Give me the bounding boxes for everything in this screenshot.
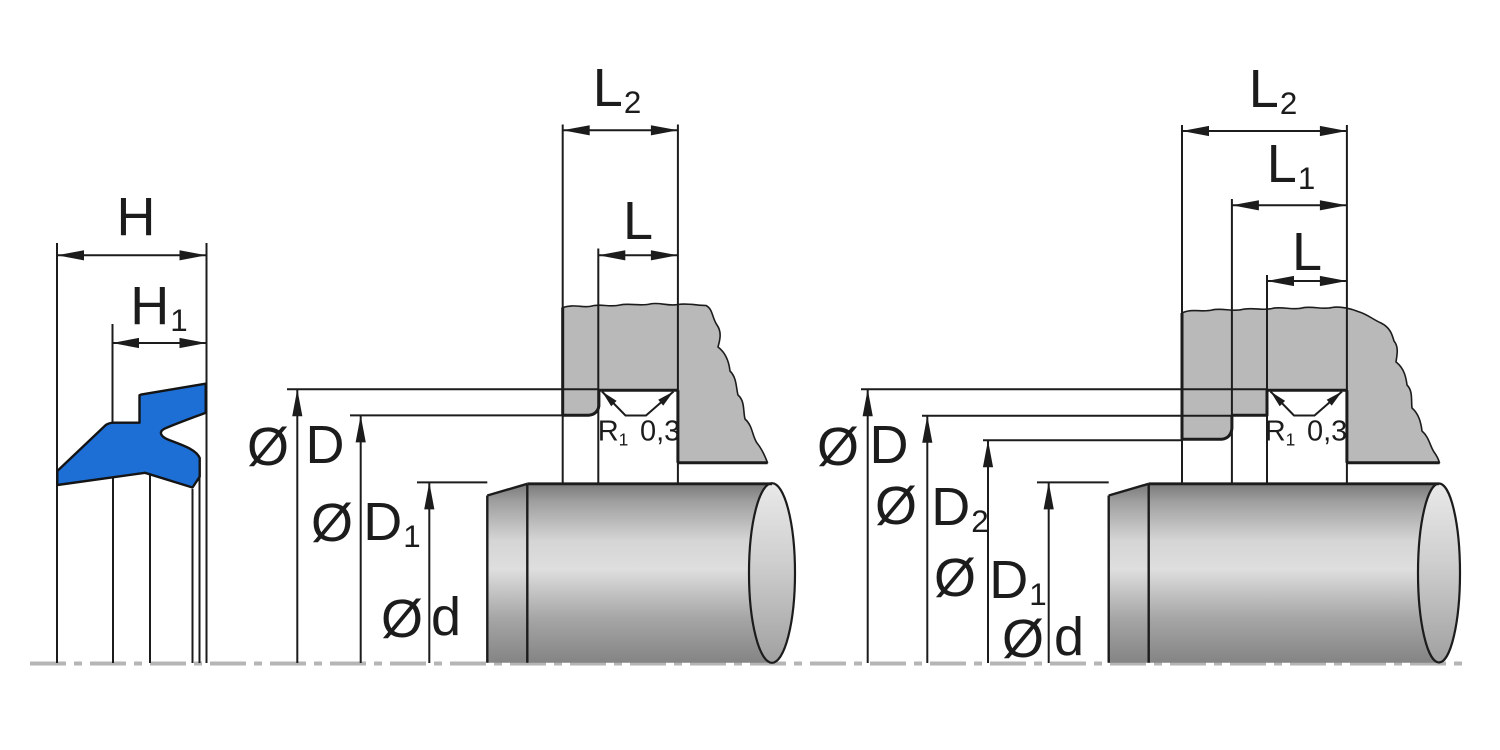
seal-cross-section — [56, 382, 207, 489]
rod-body — [1108, 483, 1461, 663]
dim-label-l1: L1 — [1266, 134, 1315, 194]
dim-subscript: 1 — [1297, 160, 1316, 196]
dim-subscript: 1 — [1029, 576, 1047, 612]
radius-leader-arrowheads — [1270, 391, 1342, 407]
dim-label-l: L — [623, 194, 653, 248]
dim-base: Ø — [380, 589, 424, 649]
dim-subscript: 2 — [1279, 85, 1298, 121]
dim-base: L — [1291, 222, 1323, 282]
diameter-symbol: Ø — [875, 479, 917, 533]
dimension-lines-length — [562, 129, 678, 257]
dim-label-D1: D1 — [989, 550, 1046, 610]
dim-label-l: L — [1292, 225, 1322, 279]
dim-base: Ø — [310, 493, 354, 553]
rod-edges — [1107, 482, 1150, 663]
dim-label-D: D — [306, 418, 345, 472]
dim-label-h1: H1 — [130, 276, 187, 336]
dim-base: D — [931, 477, 971, 537]
dim-base: d — [430, 587, 462, 647]
dim-label-D2: D2 — [931, 477, 988, 537]
dim-label-d: d — [431, 590, 461, 644]
dim-label-l2: L2 — [592, 58, 641, 118]
diameter-dimension-lines — [861, 388, 1267, 663]
rod-body — [487, 483, 795, 663]
dim-base: D — [989, 550, 1029, 610]
dim-label-d: d — [1054, 610, 1084, 664]
dim-base: D — [305, 415, 345, 475]
dim-label-l2: L2 — [1248, 59, 1297, 119]
housing-section — [1181, 306, 1441, 464]
radius-base: R — [1264, 415, 1286, 448]
dim-label-h: H — [117, 190, 156, 244]
dim-base: D — [869, 415, 909, 475]
dim-subscript: 1 — [170, 302, 188, 338]
diameter-symbol: Ø — [1002, 612, 1044, 666]
single-groove-installation-view — [287, 124, 797, 664]
extension-lines — [56, 243, 208, 663]
diameter-dimension-lines — [287, 388, 599, 663]
dim-base: d — [1053, 607, 1085, 667]
dim-base: H — [116, 187, 156, 247]
diameter-symbol: Ø — [381, 592, 423, 646]
rod — [486, 482, 797, 664]
dim-subscript: 2 — [971, 503, 989, 539]
radius-leader-arrowheads — [602, 391, 674, 407]
housing-part-edges — [1180, 313, 1440, 465]
dim-base: Ø — [874, 476, 918, 536]
radius-value: 0,3 — [639, 415, 681, 448]
stepped-groove-installation-view — [861, 125, 1462, 664]
radius-note: R1 0,3 — [1264, 415, 1348, 450]
dim-label-D: D — [870, 418, 909, 472]
dim-base: Ø — [933, 548, 977, 608]
dim-base: L — [1266, 134, 1297, 194]
dim-base: Ø — [816, 417, 860, 477]
dimension-arrowheads — [562, 125, 678, 261]
seal-profile-view — [56, 243, 208, 663]
rod-edges — [486, 482, 529, 663]
housing-part-edges — [561, 307, 768, 465]
extension-lines — [1181, 125, 1348, 483]
rod-end-face — [1416, 482, 1462, 664]
dim-subscript: 2 — [623, 84, 642, 120]
radius-subscript: 1 — [618, 429, 629, 450]
diameter-symbol: Ø — [817, 420, 859, 474]
radius-subscript: 1 — [1285, 429, 1296, 450]
diameter-symbol: Ø — [311, 496, 353, 550]
radius-note: R1 0,3 — [597, 415, 681, 450]
rod-end-face — [747, 482, 797, 664]
dim-base: L — [622, 191, 654, 251]
diameter-symbol: Ø — [247, 420, 289, 474]
dim-label-D1: D1 — [363, 492, 420, 552]
housing-section — [561, 302, 769, 464]
diameter-symbol: Ø — [934, 551, 976, 605]
dim-subscript: 1 — [403, 518, 421, 554]
dim-base: D — [363, 492, 403, 552]
dim-base: H — [130, 276, 170, 336]
dim-base: L — [1248, 59, 1279, 119]
rod — [1107, 482, 1462, 664]
radius-value: 0,3 — [1306, 415, 1348, 448]
dim-base: L — [592, 58, 623, 118]
radius-base: R — [597, 415, 619, 448]
dim-base: Ø — [1001, 609, 1045, 669]
dim-base: Ø — [246, 417, 290, 477]
